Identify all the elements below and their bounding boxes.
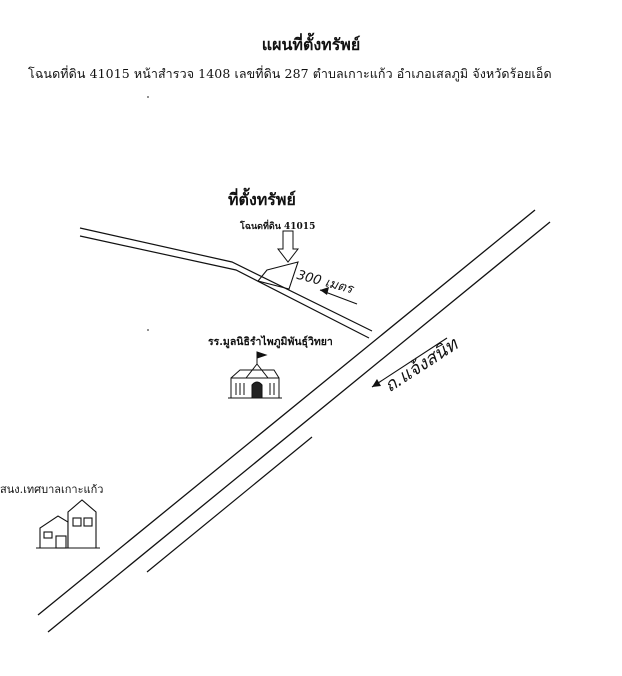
side-road-top-edge bbox=[79, 227, 373, 332]
map-subtitle: โฉนดที่ดิน 41015 หน้าสำรวจ 1408 เลขที่ดิ… bbox=[28, 66, 552, 81]
office-building-icon bbox=[36, 499, 100, 549]
parcel-label: โฉนดที่ดิน 41015 bbox=[240, 222, 316, 232]
school-label: รร.มูลนิธิรำไพภูมิพันธุ์วิทยา bbox=[208, 336, 333, 348]
highway-right-edge bbox=[47, 221, 551, 633]
property-parcel bbox=[257, 261, 299, 290]
property-heading: ที่ตั้งทรัพย์ bbox=[228, 190, 296, 209]
office-label: สนง.เทศบาลเกาะแก้ว bbox=[0, 483, 104, 496]
location-arrow-icon bbox=[276, 230, 300, 263]
scan-mark bbox=[147, 96, 149, 98]
map-title: แผนที่ตั้งทรัพย์ bbox=[261, 35, 361, 54]
highway-centre-line bbox=[146, 436, 313, 573]
distance-arrow-icon bbox=[319, 287, 358, 305]
school-building-icon bbox=[228, 351, 282, 399]
scan-mark bbox=[147, 329, 149, 331]
highway-left-edge bbox=[37, 209, 536, 616]
road-direction-arrow-icon bbox=[371, 337, 448, 388]
side-road-bottom-edge bbox=[79, 235, 370, 339]
